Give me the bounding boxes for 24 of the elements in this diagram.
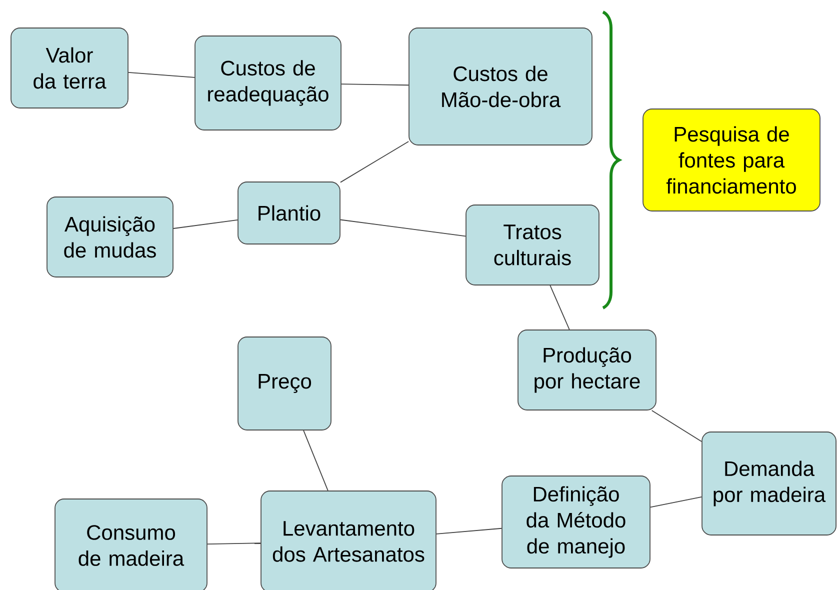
connector-line: [340, 141, 409, 183]
text-box: Custos de readequação: [194, 36, 342, 130]
connector-line: [173, 219, 238, 229]
text-box: Demanda por madeira: [702, 432, 836, 536]
text-box: Plantio: [238, 182, 340, 244]
text-box: Preço: [238, 336, 332, 430]
connector-line: [436, 528, 502, 534]
connector-line: [207, 542, 261, 545]
text-box: Levantamento dos Artesanatos: [260, 490, 436, 590]
text-box: Definição da Método de manejo: [502, 476, 650, 568]
connector-line: [303, 430, 328, 491]
connector-line: [128, 72, 195, 78]
text-box: Custos de Mão-de-obra: [408, 28, 592, 146]
connector-line: [341, 84, 409, 86]
connector-line: [650, 496, 702, 508]
text-box: Tratos culturais: [466, 204, 600, 286]
text-box: Valor da terra: [10, 28, 128, 108]
text-box: Aquisição de mudas: [46, 196, 174, 278]
text-box: Pesquisa de fontes para financiamento: [642, 108, 820, 212]
text-box: Consumo de madeira: [54, 498, 208, 590]
connector-line: [340, 219, 466, 237]
connector-line: [651, 410, 702, 442]
connector-line: [550, 285, 570, 330]
text-box: Produção por hectare: [518, 330, 656, 410]
